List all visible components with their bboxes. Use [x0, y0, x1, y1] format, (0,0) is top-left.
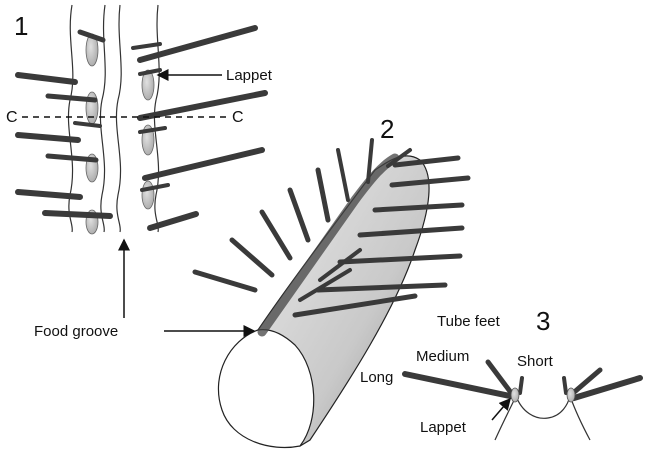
tube-feet-title: Tube feet [437, 313, 501, 330]
medium-label: Medium [416, 348, 469, 365]
groove-outline [495, 396, 590, 440]
short-label: Short [517, 353, 554, 370]
food-groove-label: Food groove [34, 323, 118, 340]
panel-3-cross-section: 3 Tube feet Medium Short Long Lappet [360, 306, 640, 440]
panel-1-number: 1 [14, 11, 28, 41]
lappet-label-panel-3: Lappet [420, 419, 467, 436]
lappet-label: Lappet [226, 67, 273, 84]
panel-1-top-view: 1 [6, 5, 273, 318]
section-label-right: C [232, 109, 244, 126]
panel-3-number: 3 [536, 306, 550, 336]
section-label-left: C [6, 109, 18, 126]
panel-2-oblique-view: 2 Food groove [34, 114, 468, 448]
lappets [86, 34, 154, 234]
lappet-arrow-panel-3 [492, 399, 510, 420]
lappet-right [567, 388, 575, 402]
panel-2-number: 2 [380, 114, 394, 144]
long-label: Long [360, 369, 393, 386]
lappet-left [511, 388, 519, 402]
